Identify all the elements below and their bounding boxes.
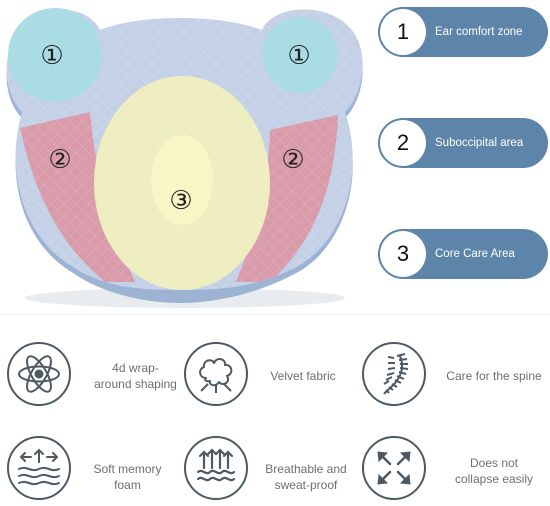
airflow-arrows-icon bbox=[184, 436, 248, 500]
ear-zone-right-marker: ① bbox=[287, 41, 310, 71]
ear-zone-left bbox=[8, 8, 102, 102]
atom-icon bbox=[7, 342, 71, 406]
zone-pill-ear-comfort: 1 Ear comfort zone bbox=[378, 7, 548, 57]
core-care-marker: ③ bbox=[169, 186, 192, 216]
ear-zone-right bbox=[262, 17, 338, 93]
feature-label-4d-shaping: 4d wrap- around shaping bbox=[94, 361, 177, 391]
cotton-icon bbox=[184, 342, 248, 406]
feature-label-spine: Care for the spine bbox=[446, 369, 542, 383]
feature-label-velvet: Velvet fabric bbox=[270, 369, 336, 383]
zone-number-badge: 1 bbox=[380, 9, 426, 55]
feature-label-no-collapse: Does not collapse easily bbox=[454, 456, 534, 486]
expand-arrows-icon bbox=[362, 436, 426, 500]
feature-label-breathable: Breathable and sweat-proof bbox=[265, 462, 347, 492]
zone-label: Suboccipital area bbox=[435, 137, 524, 149]
suboccipital-right-marker: ② bbox=[281, 145, 304, 175]
spine-icon bbox=[362, 342, 426, 406]
zone-pill-suboccipital: 2 Suboccipital area bbox=[378, 118, 548, 168]
pillow-illustration: ① ① ② ② ③ bbox=[6, 8, 363, 308]
section-divider bbox=[0, 314, 550, 315]
zone-number-badge: 2 bbox=[380, 120, 426, 166]
foam-layers-icon bbox=[7, 436, 71, 500]
suboccipital-left-marker: ② bbox=[48, 145, 71, 175]
ear-zone-left-marker: ① bbox=[40, 41, 63, 71]
zone-number-badge: 3 bbox=[380, 231, 426, 277]
zone-label: Core Care Area bbox=[435, 248, 515, 260]
feature-label-memory-foam: Soft memory foam bbox=[93, 462, 162, 492]
zone-pill-core-care: 3 Core Care Area bbox=[378, 229, 548, 279]
zone-label: Ear comfort zone bbox=[435, 26, 523, 38]
